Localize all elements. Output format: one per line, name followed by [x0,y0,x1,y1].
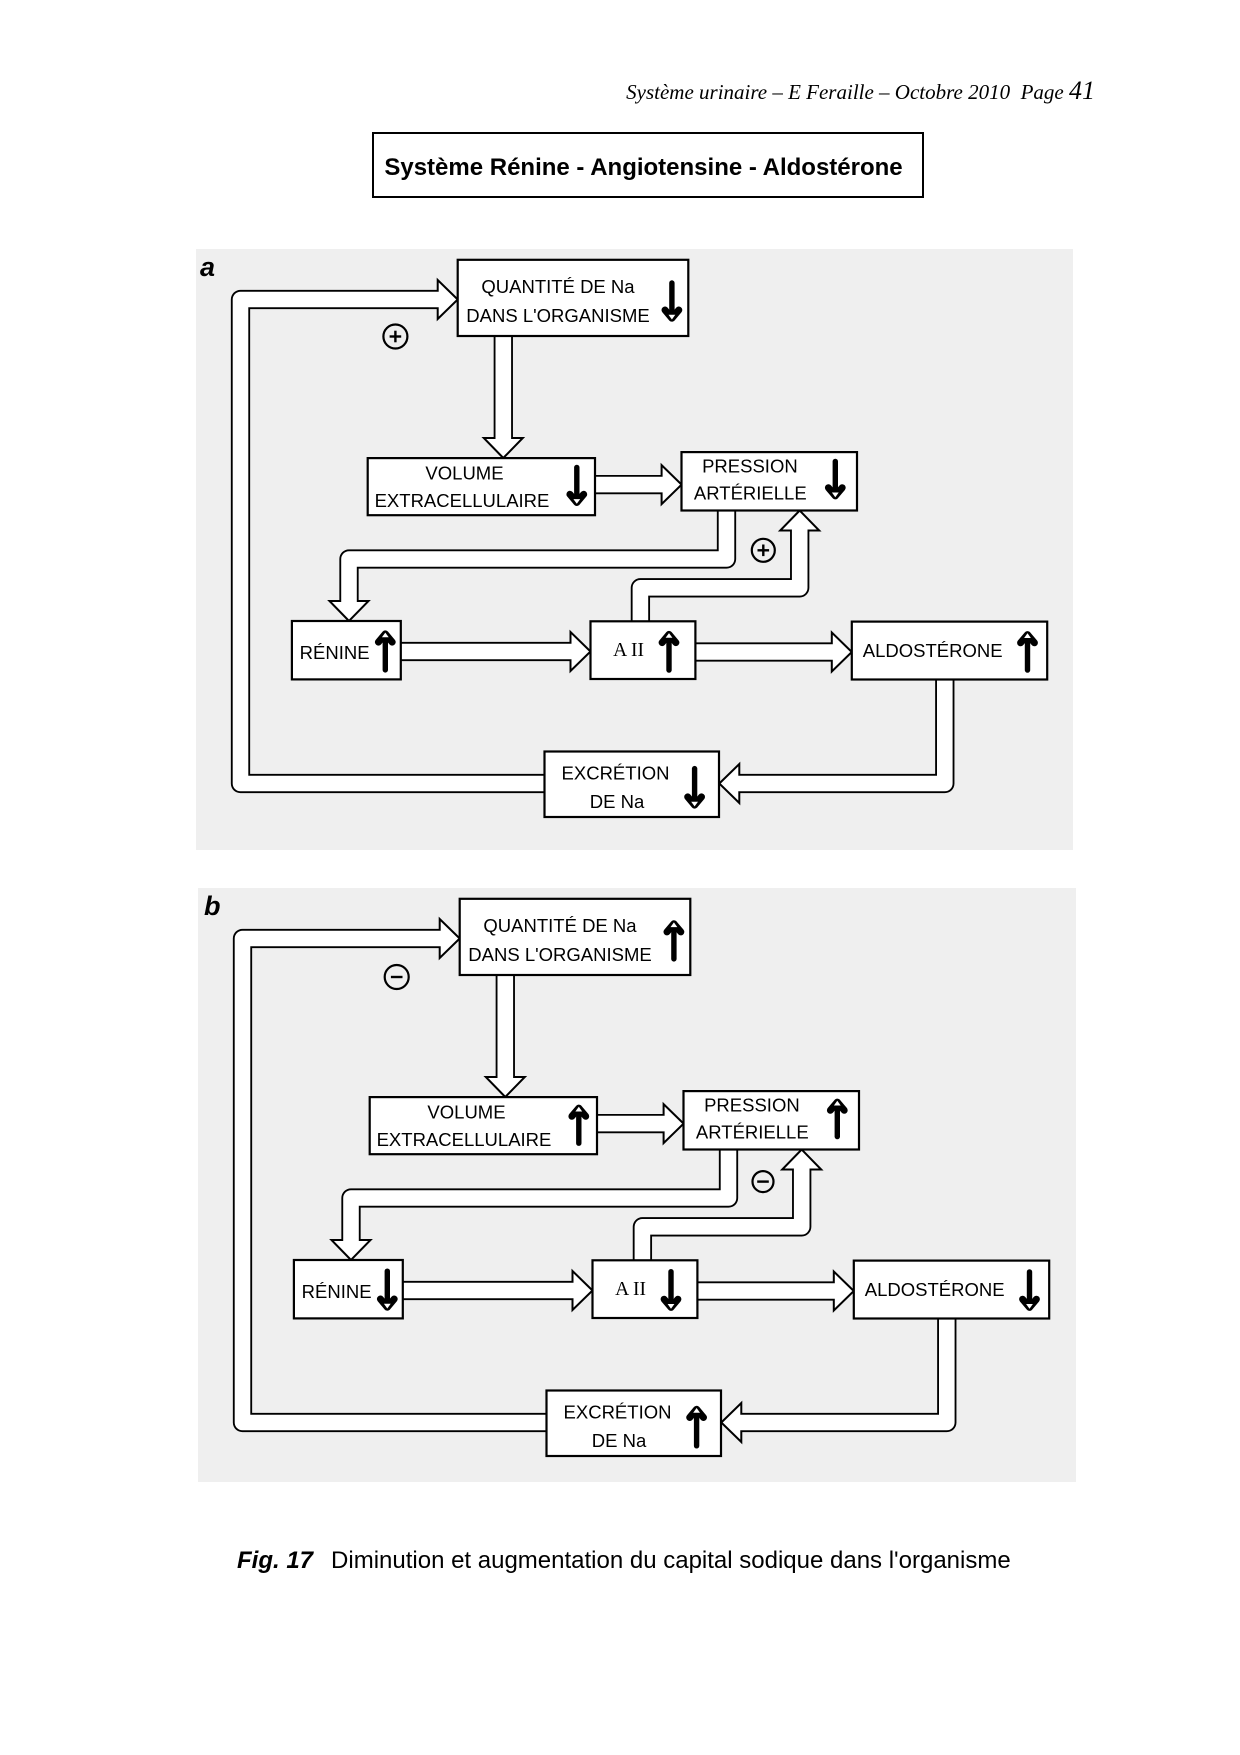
svg-text:QUANTITÉ DE Na: QUANTITÉ DE Na [481,276,635,297]
svg-text:ALDOSTÉRONE: ALDOSTÉRONE [863,640,1003,661]
svg-text:PRESSION: PRESSION [702,455,798,476]
svg-text:VOLUME: VOLUME [425,462,503,483]
svg-text:ARTÉRIELLE: ARTÉRIELLE [694,483,807,504]
svg-text:RÉNINE: RÉNINE [300,642,370,663]
svg-text:RÉNINE: RÉNINE [302,1281,372,1302]
svg-text:QUANTITÉ DE Na: QUANTITÉ DE Na [483,915,637,936]
svg-text:A II: A II [613,640,644,661]
svg-text:PRESSION: PRESSION [704,1094,800,1115]
svg-text:DANS L'ORGANISME: DANS L'ORGANISME [468,944,651,965]
svg-text:DE Na: DE Na [592,1430,647,1451]
svg-text:A II: A II [615,1279,646,1300]
svg-text:ALDOSTÉRONE: ALDOSTÉRONE [865,1279,1005,1300]
svg-text:DE Na: DE Na [590,791,645,812]
svg-text:b: b [204,891,221,921]
svg-text:EXTRACELLULAIRE: EXTRACELLULAIRE [377,1129,552,1150]
svg-text:VOLUME: VOLUME [427,1101,505,1122]
svg-text:EXTRACELLULAIRE: EXTRACELLULAIRE [375,490,550,511]
svg-text:DANS L'ORGANISME: DANS L'ORGANISME [466,305,649,326]
svg-text:EXCRÉTION: EXCRÉTION [562,763,670,784]
svg-text:a: a [200,252,215,282]
svg-text:EXCRÉTION: EXCRÉTION [564,1402,672,1423]
svg-text:ARTÉRIELLE: ARTÉRIELLE [696,1122,809,1143]
